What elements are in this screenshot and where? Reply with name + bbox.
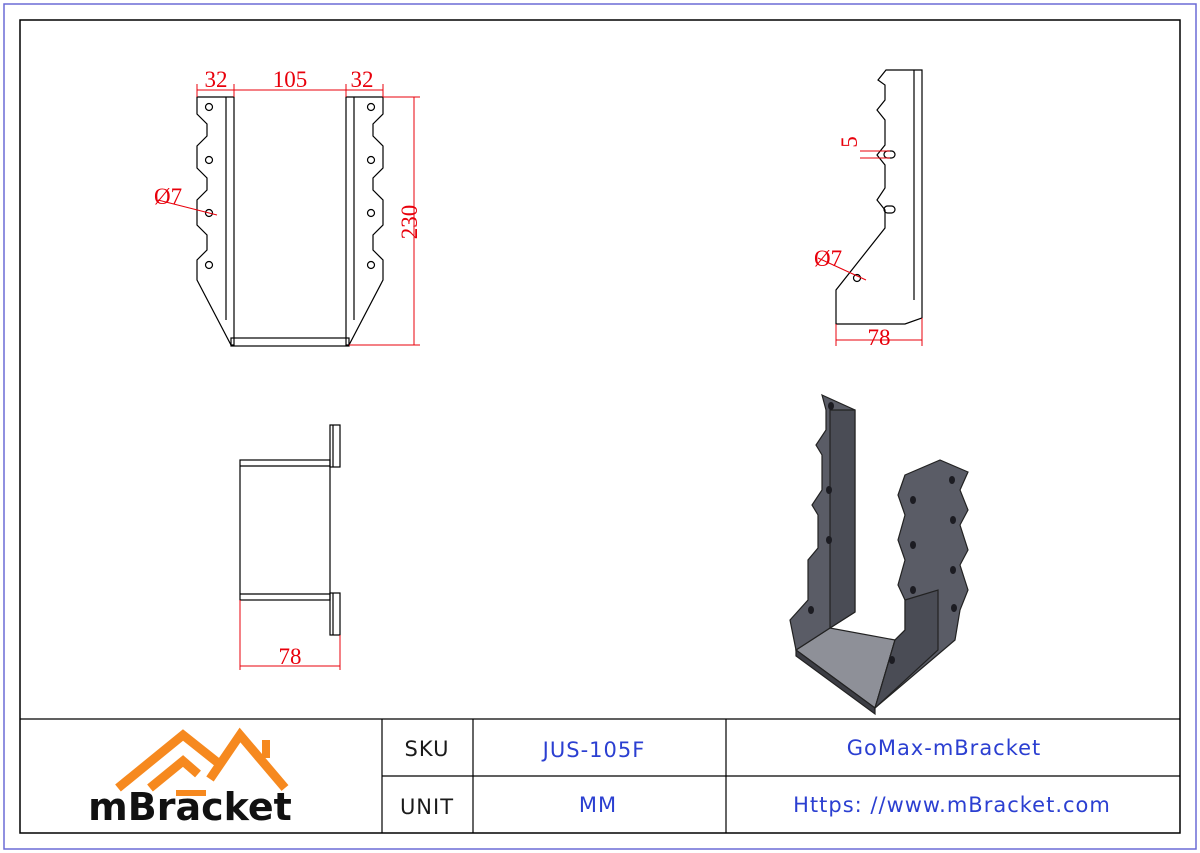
sku-label: SKU [405, 737, 450, 761]
outer-frame [3, 3, 1197, 850]
top-view-dimensions [239, 600, 341, 670]
side-slot-width: 5 [837, 136, 862, 148]
logo-text: mBracket [88, 785, 292, 829]
unit-value: MM [579, 793, 617, 817]
inner-frame [19, 19, 1181, 834]
mbracket-logo: mBracket [88, 727, 292, 829]
unit-label: UNIT [400, 795, 454, 819]
side-depth: 78 [868, 325, 891, 350]
title-block [20, 718, 1180, 833]
isometric-view [789, 393, 969, 716]
front-height: 230 [397, 205, 422, 240]
front-view [196, 96, 384, 347]
front-view-dimensions [157, 84, 420, 346]
side-hole-diameter: Ø7 [814, 246, 842, 271]
top-depth: 78 [279, 644, 302, 669]
front-width-left: 32 [205, 67, 228, 92]
front-width-right: 32 [351, 67, 374, 92]
website-link[interactable]: Https: //www.mBracket.com [793, 793, 1111, 817]
top-view [239, 424, 341, 636]
side-view [835, 69, 923, 325]
sku-value: JUS-105F [541, 738, 646, 762]
company-name: GoMax-mBracket [847, 736, 1042, 760]
side-view-dimensions [817, 150, 923, 346]
front-hole-diameter: Ø7 [154, 184, 182, 209]
front-width-center: 105 [273, 67, 308, 92]
